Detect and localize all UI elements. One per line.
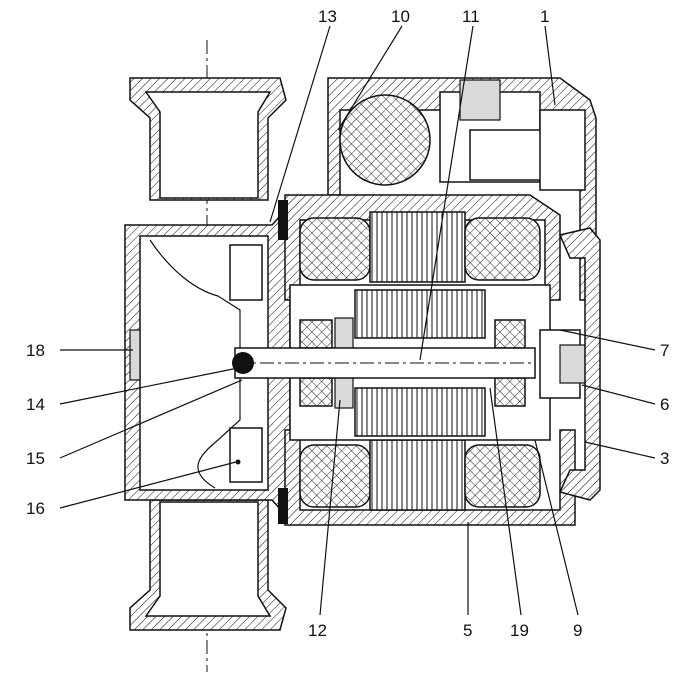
callout-19: 19 [510,621,529,640]
shaft-ball [232,352,254,374]
callout-1: 1 [540,7,549,26]
motor-body [232,77,601,526]
callout-14: 14 [26,395,45,414]
callout-10: 10 [391,7,410,26]
callout-18: 18 [26,341,45,360]
callout-15: 15 [26,449,45,468]
callout-3: 3 [660,449,669,468]
callout-13: 13 [318,7,337,26]
callout-5: 5 [463,621,472,640]
callout-11: 11 [462,7,480,26]
callout-16: 16 [26,499,45,518]
callout-7: 7 [660,341,669,360]
callout-9: 9 [573,621,582,640]
callout-labels: 13 10 11 1 18 7 14 6 15 3 16 12 5 19 9 [26,7,669,640]
leader-lines [59,25,656,616]
impeller-marker [235,459,241,465]
callout-6: 6 [660,395,669,414]
callout-12: 12 [308,621,327,640]
